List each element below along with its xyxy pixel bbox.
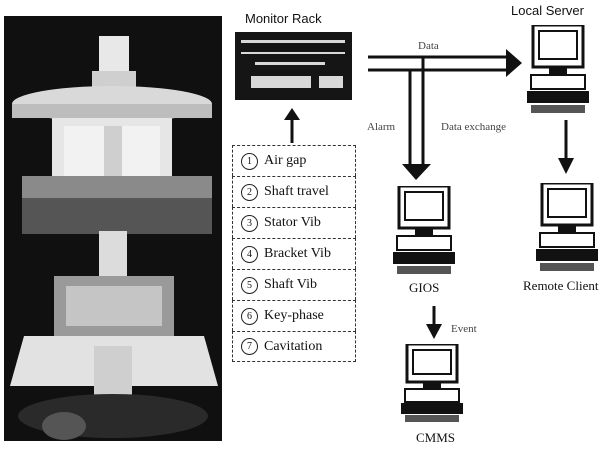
remote-client-computer-icon bbox=[536, 183, 598, 273]
cmms-label: CMMS bbox=[416, 430, 455, 446]
remote-client-label: Remote Client bbox=[523, 278, 598, 294]
alarm-label: Alarm bbox=[367, 121, 395, 133]
gios-computer-icon bbox=[393, 186, 455, 276]
cmms-computer-icon bbox=[401, 344, 463, 424]
data-label: Data bbox=[418, 40, 439, 52]
gios-label: GIOS bbox=[409, 280, 439, 296]
event-label: Event bbox=[451, 323, 477, 335]
local-server-computer-icon bbox=[527, 25, 589, 117]
data-exchange-label: Data exchange bbox=[441, 121, 506, 133]
